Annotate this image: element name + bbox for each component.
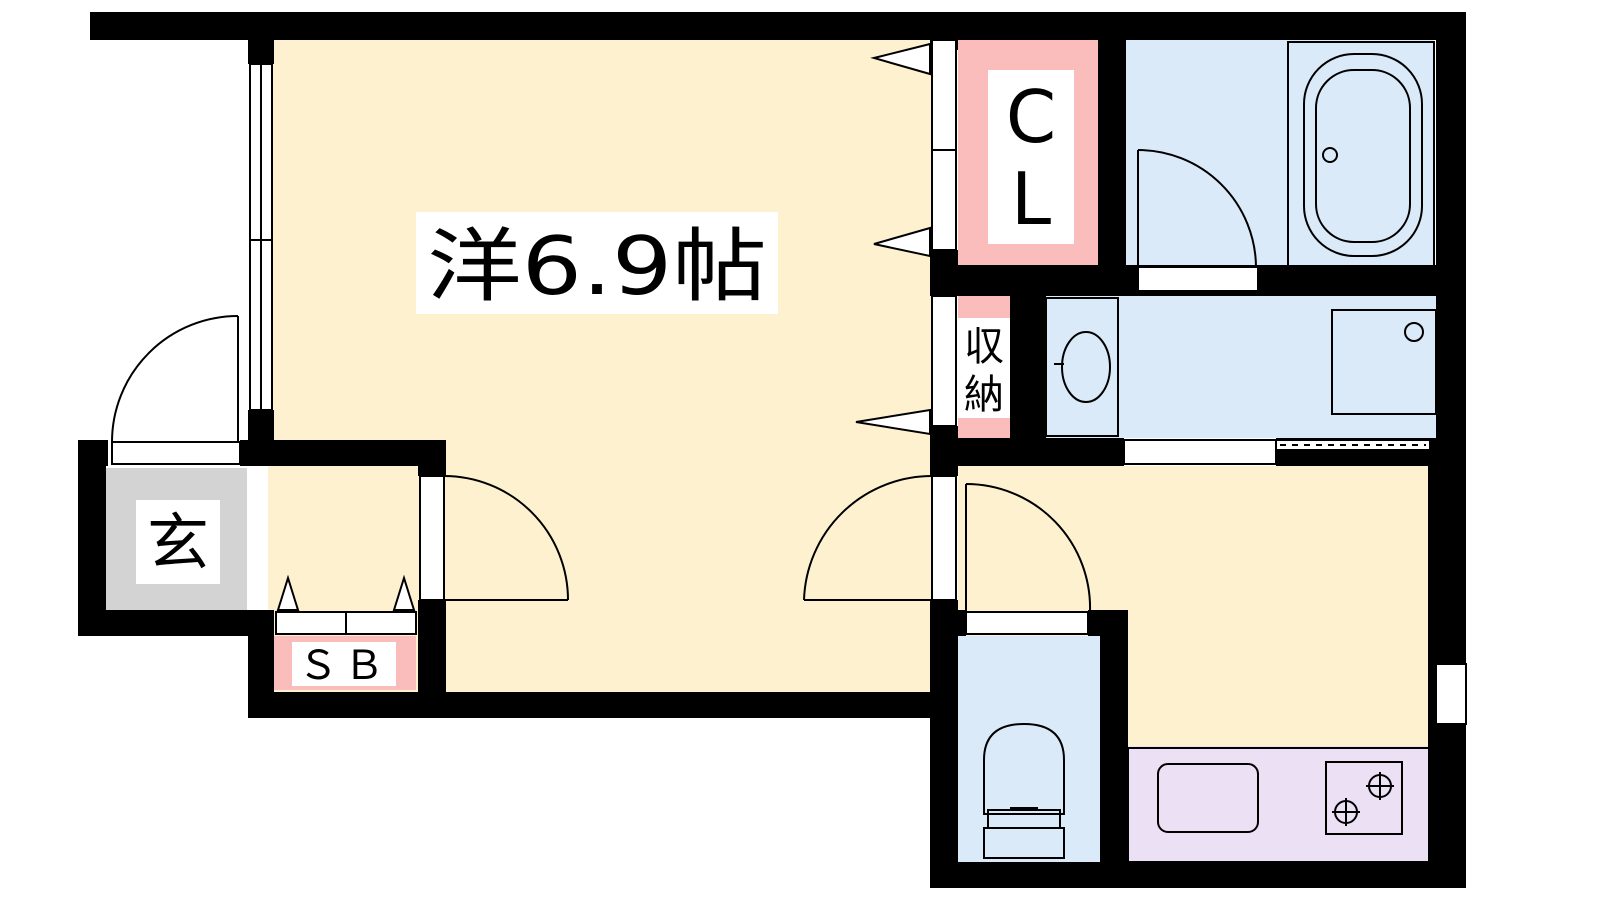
entrance-label-bg	[136, 500, 220, 584]
corridor-area	[268, 460, 418, 610]
walls	[78, 12, 1466, 888]
bathtub	[1287, 41, 1435, 267]
bathroom-door	[1137, 149, 1259, 292]
kitchen-counter-area	[1126, 746, 1436, 866]
shoe-box-doors	[275, 574, 417, 635]
toilet-area	[958, 636, 1100, 866]
entrance-label: 玄	[147, 506, 209, 579]
washroom-opening	[1123, 439, 1431, 465]
storage-label-2: 納	[964, 372, 1004, 418]
bathroom-area	[1126, 40, 1434, 267]
western-room-label-bg	[416, 212, 778, 314]
window-east	[1435, 663, 1467, 725]
room-door-right	[803, 475, 957, 601]
closet-label-bg	[988, 70, 1074, 244]
washbasin	[1045, 297, 1119, 437]
stove-burners	[1332, 772, 1394, 826]
toilet-door	[965, 483, 1092, 635]
toilet-fixture	[983, 722, 1065, 859]
shoe-box-label-bg	[292, 642, 396, 686]
kitchen-counter	[1127, 747, 1435, 863]
storage-label-1: 収	[964, 324, 1004, 370]
closet-doors	[870, 39, 957, 258]
storage-label-bg	[958, 318, 1010, 418]
entrance-door	[111, 315, 241, 465]
window-west	[249, 63, 273, 411]
western-room-label: 洋6.9帖	[427, 220, 767, 313]
washroom-area	[1046, 296, 1436, 438]
closet-label-l: L	[1011, 157, 1051, 241]
shoe-box-label: ＳＢ	[298, 643, 390, 689]
closet-label-c: C	[1006, 75, 1056, 159]
washing-machine-space	[1331, 309, 1437, 415]
room-door-left	[419, 475, 569, 601]
storage-door	[855, 295, 957, 436]
